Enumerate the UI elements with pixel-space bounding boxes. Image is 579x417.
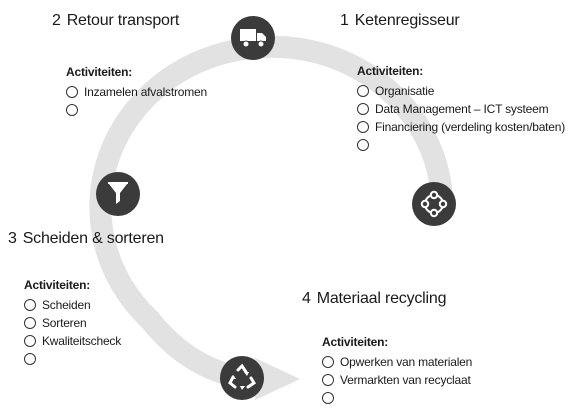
activity-item: Organisatie [357,82,565,100]
radio-bullet [357,121,369,133]
activity-item: Sorteren [24,314,121,332]
activity-item: Vermarkten van recyclaat [322,371,472,389]
radio-bullet [24,317,36,329]
radio-bullet [357,103,369,115]
step-1-label: Ketenregisseur [354,12,460,29]
step-1-title: 1 Ketenregisseur [340,12,460,30]
step-4-label: Materiaal recycling [316,290,447,307]
radio-bullet [322,392,334,404]
radio-bullet [24,353,36,365]
activities-heading: Activiteiten: [66,65,133,79]
funnel-icon [96,172,140,216]
step-4-number: 4 [302,290,311,307]
step-3-activities: Activiteiten: Scheiden Sorteren Kwalitei… [24,278,121,368]
step-2-activities: Activiteiten: Inzamelen afvalstromen [66,65,207,119]
step-4-activities: Activiteiten: Opwerken van materialen Ve… [322,335,472,407]
step-1-activities: Activiteiten: Organisatie Data Managemen… [357,64,565,154]
step-3-label: Scheiden & sorteren [22,230,164,247]
activity-item [24,350,121,368]
step-2-label: Retour transport [66,12,180,29]
radio-bullet [357,139,369,151]
activities-heading: Activiteiten: [24,278,91,292]
activities-heading: Activiteiten: [357,64,424,78]
activity-item: Scheiden [24,296,121,314]
activity-item: Inzamelen afvalstromen [66,83,207,101]
radio-bullet [24,299,36,311]
cycle-arrow-head [255,358,300,400]
step-1-number: 1 [340,12,349,29]
recycle-icon [220,356,264,400]
step-2-number: 2 [52,12,61,29]
radio-bullet [322,356,334,368]
step-4-title: 4 Materiaal recycling [302,290,446,308]
activities-heading: Activiteiten: [322,335,389,349]
activity-item: Opwerken van materialen [322,353,472,371]
step-2-title: 2 Retour transport [52,12,179,30]
activity-item: Kwaliteitscheck [24,332,121,350]
activity-item: Financiering (verdeling kosten/baten) [357,118,565,136]
network-circle-icon [412,182,456,226]
activity-item: Data Management – ICT systeem [357,100,565,118]
activity-item [66,101,207,119]
radio-bullet [24,335,36,347]
step-3-title: 3 Scheiden & sorteren [8,230,164,248]
radio-bullet [357,85,369,97]
radio-bullet [66,104,78,116]
step-3-number: 3 [8,230,17,247]
truck-icon [231,16,275,60]
radio-bullet [322,374,334,386]
activity-item [322,389,472,407]
activity-item [357,136,565,154]
radio-bullet [66,86,78,98]
